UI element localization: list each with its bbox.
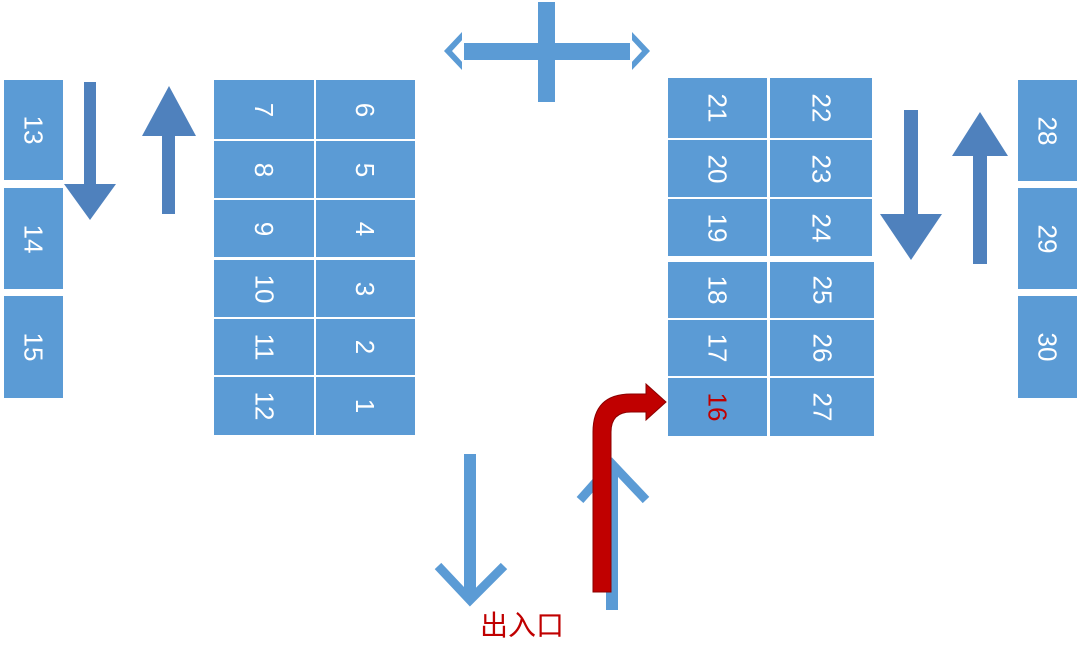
slot-label: 21 bbox=[702, 93, 733, 123]
parking-slot[interactable]: 27 bbox=[770, 378, 874, 436]
arrow-down-left bbox=[64, 82, 116, 220]
entrance-label: 出入口 bbox=[480, 609, 565, 642]
parking-slot[interactable]: 28 bbox=[1018, 80, 1077, 181]
slot-label: 29 bbox=[1032, 224, 1063, 253]
parking-slot[interactable]: 25 bbox=[770, 262, 874, 318]
parking-slot[interactable]: 6 bbox=[316, 80, 415, 139]
slot-label: 18 bbox=[702, 275, 733, 305]
parking-slot[interactable]: 23 bbox=[770, 140, 872, 197]
arrow-left-right-cross bbox=[444, 2, 650, 102]
parking-slot[interactable]: 26 bbox=[770, 320, 874, 376]
arrow-down-right bbox=[880, 110, 942, 260]
arrow-up-left bbox=[142, 86, 196, 214]
slot-label: 13 bbox=[18, 115, 49, 145]
parking-slot[interactable]: 17 bbox=[668, 320, 767, 376]
slot-label: 22 bbox=[805, 93, 836, 123]
slot-label: 20 bbox=[702, 154, 733, 183]
parking-slot[interactable]: 2 bbox=[316, 319, 415, 375]
parking-slot[interactable]: 3 bbox=[316, 260, 415, 317]
slot-label: 28 bbox=[1032, 116, 1063, 145]
slot-label: 27 bbox=[806, 392, 837, 422]
parking-slot[interactable]: 1 bbox=[316, 377, 415, 435]
parking-slot[interactable]: 5 bbox=[316, 141, 415, 198]
parking-slot[interactable]: 13 bbox=[4, 80, 63, 180]
slot-label: 6 bbox=[350, 102, 381, 117]
slot-label: 24 bbox=[805, 213, 836, 242]
slot-label: 17 bbox=[702, 333, 733, 363]
slot-label: 5 bbox=[350, 162, 381, 177]
slot-label: 7 bbox=[249, 102, 279, 117]
slot-label: 23 bbox=[805, 154, 836, 183]
slot-label: 4 bbox=[350, 221, 381, 236]
parking-slot[interactable]: 16 bbox=[668, 378, 767, 436]
parking-slot[interactable]: 29 bbox=[1018, 188, 1077, 289]
route-arrow-to-slot-16 bbox=[592, 382, 667, 593]
parking-slot[interactable]: 20 bbox=[668, 140, 767, 197]
slot-label: 2 bbox=[350, 339, 381, 355]
parking-slot[interactable]: 4 bbox=[316, 200, 415, 257]
slot-label: 12 bbox=[248, 391, 279, 421]
slot-label: 9 bbox=[249, 221, 279, 236]
slot-label: 26 bbox=[806, 333, 837, 363]
parking-slot[interactable]: 19 bbox=[668, 199, 767, 256]
parking-slot[interactable]: 8 bbox=[214, 141, 314, 198]
arrow-up-bottom bbox=[576, 457, 650, 610]
slot-label: 10 bbox=[248, 274, 279, 303]
parking-slot[interactable]: 18 bbox=[668, 262, 767, 318]
parking-slot[interactable]: 12 bbox=[214, 377, 314, 435]
parking-slot[interactable]: 9 bbox=[214, 200, 314, 257]
slot-label: 30 bbox=[1032, 332, 1063, 362]
slot-label: 11 bbox=[249, 333, 279, 361]
slot-label-highlighted: 16 bbox=[702, 392, 733, 422]
slot-label: 8 bbox=[249, 162, 279, 177]
slot-label: 1 bbox=[350, 398, 381, 414]
slot-label: 19 bbox=[702, 213, 733, 242]
parking-slot[interactable]: 10 bbox=[214, 260, 314, 317]
slot-label: 14 bbox=[18, 224, 49, 253]
slot-label: 15 bbox=[18, 332, 49, 362]
parking-slot[interactable]: 30 bbox=[1018, 296, 1077, 398]
slot-label: 25 bbox=[806, 275, 837, 305]
arrow-up-right bbox=[952, 112, 1008, 264]
parking-slot[interactable]: 22 bbox=[770, 78, 872, 138]
parking-slot[interactable]: 21 bbox=[668, 78, 767, 138]
parking-slot[interactable]: 24 bbox=[770, 199, 872, 256]
slot-label: 3 bbox=[350, 281, 381, 296]
parking-slot[interactable]: 14 bbox=[4, 188, 63, 289]
parking-slot[interactable]: 7 bbox=[214, 80, 314, 139]
arrow-down-bottom bbox=[434, 454, 508, 607]
parking-slot[interactable]: 11 bbox=[214, 319, 314, 375]
parking-slot[interactable]: 15 bbox=[4, 296, 63, 398]
